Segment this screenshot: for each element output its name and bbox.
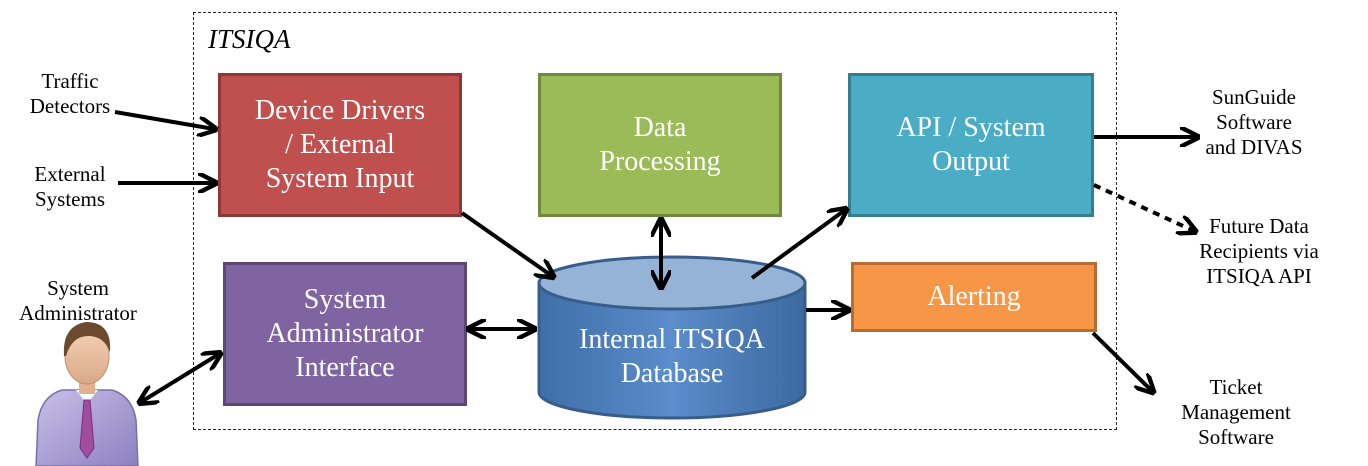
arrow-api-to-future [1093, 183, 1194, 231]
arrow-admin-person-interface [141, 354, 219, 402]
traffic-detectors-label: Traffic Detectors [29, 69, 111, 118]
data-processing-box: Data Processing [538, 73, 782, 217]
database-cylinder [537, 255, 807, 420]
future-data-recipients-label: Future Data Recipients via ITSIQA API [1199, 214, 1319, 288]
sunguide-label: SunGuide Software and DIVAS [1205, 85, 1303, 159]
system-administrator-label: System Administrator [19, 276, 137, 325]
external-systems-label: External Systems [34, 162, 106, 211]
ticket-management-label: Ticket Management Software [1181, 375, 1291, 449]
connector-arrows [114, 110, 1196, 402]
system-administrator-interface-box: System Administrator Interface [223, 262, 467, 406]
arrow-traffic-detectors [114, 110, 214, 129]
arrow-alerting-to-ticket [1091, 331, 1152, 391]
api-system-output-box: API / System Output [848, 73, 1094, 217]
internal-database-label: Internal ITSIQA Database [579, 324, 765, 389]
alerting-box: Alerting [851, 262, 1097, 332]
arrow-device-to-database [460, 211, 552, 276]
arrow-database-to-api [750, 210, 845, 280]
itsiqa-system-boundary [193, 12, 1117, 430]
device-drivers-box: Device Drivers / External System Input [218, 73, 462, 217]
system-title: ITSIQA [208, 24, 291, 54]
administrator-person-icon [35, 322, 139, 466]
